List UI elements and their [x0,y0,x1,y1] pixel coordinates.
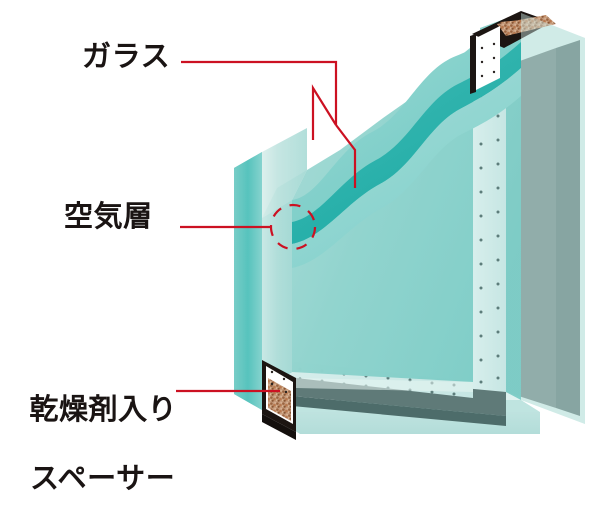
spacer-top-white-face [476,26,500,90]
outer-glass-left-body [234,152,262,410]
outer-glass-pane-front [262,128,307,410]
air-gap-highlight-circle [269,203,317,251]
cross-section-illustration [176,11,585,440]
spacer-top-cross-section [470,11,556,94]
spacer-bottom-top-ledge [296,378,473,392]
diagram-canvas [176,11,585,440]
inner-shadow-band-right-dark [556,40,580,416]
spacer-top-desiccant-top [497,15,556,36]
leader-lines [176,60,357,393]
label-glass: ガラス [82,39,171,73]
spacer-bottom-cross-section [262,360,473,440]
spacer-bottom-desiccant [268,378,291,421]
wave-band-c [292,68,521,268]
spacer-top-black-left [470,34,476,94]
label-desiccant-spacer-line2: スペーサー [30,460,176,495]
wave-band-a [292,13,521,222]
inner-shadow-band-bottom-dark [292,396,506,426]
leader-glass [181,60,338,125]
leader-glass-branch-right [335,124,357,188]
air-column-right [473,62,506,398]
front-glass-overlay-right [521,13,585,424]
label-air-layer: 空気層 [64,199,153,233]
label-desiccant-spacer-line1: 乾燥剤入り [29,392,178,427]
spacer-top-perforations [480,42,496,78]
wave-band-b [292,42,521,244]
label-desiccant-spacer: 乾燥剤入り スペーサー [8,358,177,529]
leader-glass-branch-left [311,84,337,140]
spacer-bottom-bottom-shade [262,414,296,440]
spacer-bottom-perforations [270,370,288,394]
